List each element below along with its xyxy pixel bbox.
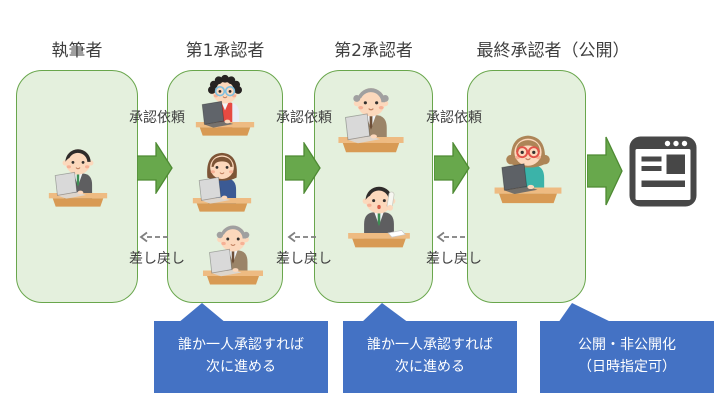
callout-line: 公開・非公開化 [578,337,676,354]
published-page-icon [629,136,697,207]
person-approver2-senior-man [333,80,409,156]
person-approver2-phone-man [343,179,415,251]
approval-arrow-2 [285,142,321,194]
callout-publish: 公開・非公開化 （日時指定可） [540,321,714,393]
return-label-3: 差し戻し [426,251,482,267]
return-arrow-1 [139,231,169,243]
person-approver1-woman [188,147,256,215]
stage-title-second-approver: 第2承認者 [334,41,413,61]
person-approver1-curly-man [191,71,259,139]
callout-first-approval: 誰か一人承認すれば 次に進める [154,321,328,393]
callout-line: 次に進める [206,359,276,375]
request-label-1: 承認依頼 [129,110,185,126]
stage-title-author: 執筆者 [51,41,103,61]
callout-line: 次に進める [395,359,465,375]
publish-arrow [587,136,623,206]
return-label-2: 差し戻し [276,251,332,267]
return-label-1: 差し戻し [129,251,185,267]
callout-pointer-2 [361,302,409,323]
request-label-2: 承認依頼 [276,110,332,126]
callout-pointer-1 [178,302,226,323]
callout-line: 誰か一人承認すれば [178,337,304,354]
person-author-man [44,142,112,210]
approval-arrow-1 [137,142,173,194]
stage-title-first-approver: 第1承認者 [185,41,265,61]
return-arrow-2 [287,231,317,243]
person-final-woman [489,129,567,207]
approval-arrow-3 [434,142,470,194]
stage-title-final-approver: 最終承認者（公開） [476,41,630,61]
request-label-3: 承認依頼 [426,110,482,126]
callout-line: 誰か一人承認すれば [367,337,493,354]
callout-pointer-3 [558,302,613,323]
person-approver1-senior-man [198,218,268,288]
callout-second-approval: 誰か一人承認すれば 次に進める [343,321,517,393]
callout-line: （日時指定可） [578,359,676,375]
return-arrow-3 [436,231,466,243]
